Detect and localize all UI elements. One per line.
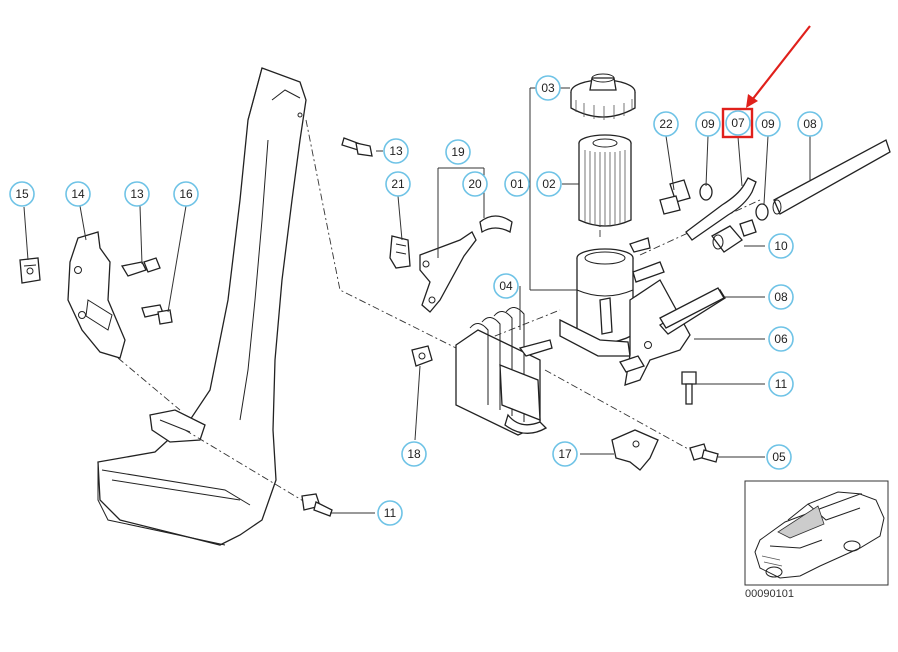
clip-21 — [389, 235, 411, 269]
svg-text:11: 11 — [775, 377, 788, 391]
svg-text:06: 06 — [774, 332, 788, 346]
label-13-top[interactable]: 13 — [383, 138, 409, 164]
label-21[interactable]: 21 — [385, 171, 411, 197]
svg-text:13: 13 — [389, 144, 403, 158]
hose-clamp-09 — [699, 183, 769, 221]
svg-text:07: 07 — [731, 116, 745, 130]
clamp-20 — [479, 215, 513, 234]
screw-13-top — [341, 137, 373, 157]
label-08-upper[interactable]: 08 — [797, 111, 823, 137]
label-10[interactable]: 10 — [768, 233, 794, 259]
svg-text:15: 15 — [15, 187, 29, 201]
label-02[interactable]: 02 — [536, 171, 562, 197]
svg-text:01: 01 — [510, 177, 524, 191]
clip-15 — [19, 257, 41, 284]
label-16[interactable]: 16 — [173, 181, 199, 207]
bracket-19 — [419, 231, 477, 313]
air-duct — [97, 67, 307, 546]
label-19[interactable]: 19 — [445, 139, 471, 165]
screw-13-left — [120, 257, 161, 277]
bracket-17 — [611, 429, 659, 471]
svg-text:13: 13 — [130, 187, 144, 201]
label-05[interactable]: 05 — [766, 444, 792, 470]
diagram-code: 00090101 — [745, 588, 794, 600]
svg-text:11: 11 — [384, 506, 397, 520]
svg-text:21: 21 — [391, 177, 405, 191]
label-09-right[interactable]: 09 — [755, 111, 781, 137]
filter-housing-01 — [559, 237, 665, 357]
label-14[interactable]: 14 — [65, 181, 91, 207]
label-11-lower[interactable]: 11 — [377, 500, 403, 526]
label-03[interactable]: 03 — [535, 75, 561, 101]
car-thumbnail — [744, 480, 889, 586]
callout-labels: 01 02 03 04 05 06 07 08 08 09 09 10 11 1… — [9, 75, 823, 526]
svg-text:05: 05 — [772, 450, 786, 464]
svg-text:02: 02 — [542, 177, 556, 191]
svg-text:22: 22 — [659, 117, 673, 131]
label-09-left[interactable]: 09 — [695, 111, 721, 137]
valve-22 — [659, 179, 691, 215]
svg-text:14: 14 — [71, 187, 85, 201]
label-07-highlighted[interactable]: 07 — [721, 107, 754, 139]
svg-text:16: 16 — [179, 187, 193, 201]
leader-lines — [23, 87, 811, 514]
car-icon — [754, 491, 885, 579]
filter-cap-03 — [570, 73, 636, 120]
svg-text:17: 17 — [558, 447, 572, 461]
svg-text:19: 19 — [451, 145, 465, 159]
bolt-11-lower — [301, 493, 333, 517]
grommet-18 — [411, 345, 433, 367]
svg-text:18: 18 — [407, 447, 421, 461]
label-15[interactable]: 15 — [9, 181, 35, 207]
label-06[interactable]: 06 — [768, 326, 794, 352]
svg-text:09: 09 — [761, 117, 775, 131]
svg-text:08: 08 — [803, 117, 817, 131]
label-01[interactable]: 01 — [504, 171, 530, 197]
red-arrow-icon — [746, 25, 811, 108]
label-18[interactable]: 18 — [401, 441, 427, 467]
bracket-14 — [67, 231, 126, 359]
hose-07 — [685, 177, 757, 241]
svg-text:08: 08 — [774, 290, 788, 304]
label-08-lower[interactable]: 08 — [768, 284, 794, 310]
hose-08-lower — [659, 287, 725, 329]
oil-cooler-04 — [455, 307, 553, 436]
bolt-05 — [689, 443, 719, 463]
label-22[interactable]: 22 — [653, 111, 679, 137]
label-20[interactable]: 20 — [462, 171, 488, 197]
svg-text:20: 20 — [468, 177, 482, 191]
svg-text:10: 10 — [774, 239, 788, 253]
label-11-center[interactable]: 11 — [768, 371, 794, 397]
label-13-left[interactable]: 13 — [124, 181, 150, 207]
label-04[interactable]: 04 — [493, 273, 519, 299]
hose-08-upper — [772, 139, 891, 215]
svg-text:03: 03 — [541, 81, 555, 95]
screw-16 — [141, 304, 173, 325]
svg-text:09: 09 — [701, 117, 715, 131]
label-17[interactable]: 17 — [552, 441, 578, 467]
filter-element-02 — [578, 134, 632, 227]
bolt-11-center — [681, 371, 697, 405]
hollow-bolt-10 — [711, 219, 757, 253]
svg-text:04: 04 — [499, 279, 513, 293]
